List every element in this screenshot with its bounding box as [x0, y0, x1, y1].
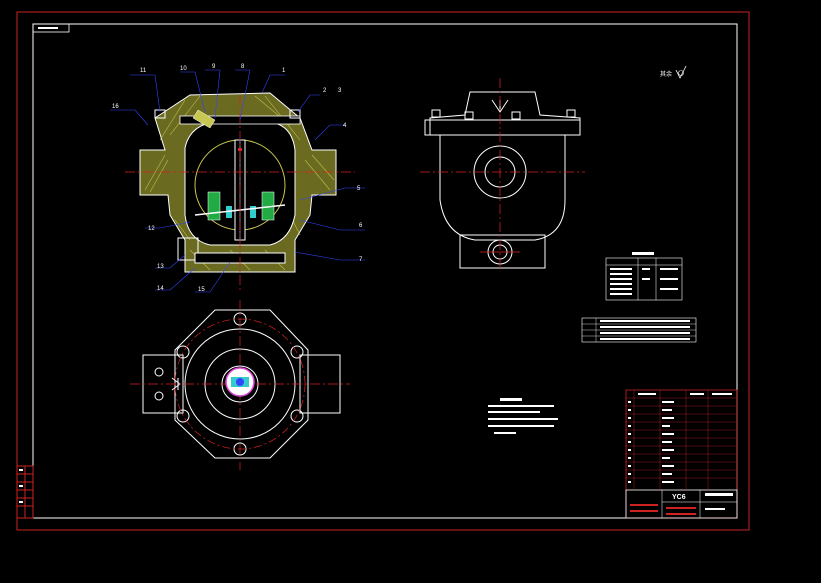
title-block: YC6	[625, 389, 738, 519]
binding-strip	[16, 465, 34, 519]
part-label-4: 4	[343, 123, 347, 129]
part-label-1: 1	[282, 68, 286, 74]
part-label-16: 16	[112, 104, 119, 110]
sheet-border	[16, 11, 750, 531]
part-label-9: 9	[212, 64, 216, 70]
part-label-13: 13	[157, 264, 164, 270]
drain-plug	[177, 237, 199, 261]
part-number-labels: 11 10 9 8 1 2 3 4 5 6 7 16 12 13 14 15	[112, 64, 363, 293]
part-label-6: 6	[359, 223, 363, 229]
part-label-11: 11	[140, 68, 147, 74]
leader-lines	[110, 69, 365, 293]
part-label-5: 5	[357, 186, 361, 192]
top-view-center-emblem	[225, 367, 255, 397]
part-label-8: 8	[241, 64, 245, 70]
part-label-12: 12	[148, 226, 155, 232]
part-label-14: 14	[157, 286, 164, 292]
frame-corner-box	[32, 23, 70, 33]
side-view	[424, 91, 581, 269]
drawing-frame	[32, 23, 738, 519]
technical-notes	[488, 398, 558, 434]
part-label-2: 2	[323, 88, 327, 94]
part-label-3: 3	[338, 88, 342, 94]
part-label-7: 7	[359, 257, 363, 263]
svg-text:其余: 其余	[660, 70, 672, 78]
specification-table	[581, 317, 697, 343]
cyan-part-left	[226, 206, 232, 218]
section-view	[125, 92, 355, 290]
parameter-table	[605, 252, 683, 301]
cyan-part-right	[250, 206, 256, 218]
title-block-code: YC6	[672, 494, 686, 501]
part-label-10: 10	[180, 66, 187, 72]
green-part-left	[207, 191, 221, 221]
cover-bolt-right	[289, 109, 301, 119]
part-label-15: 15	[198, 287, 205, 293]
roughness-symbol: 其余	[660, 65, 687, 79]
